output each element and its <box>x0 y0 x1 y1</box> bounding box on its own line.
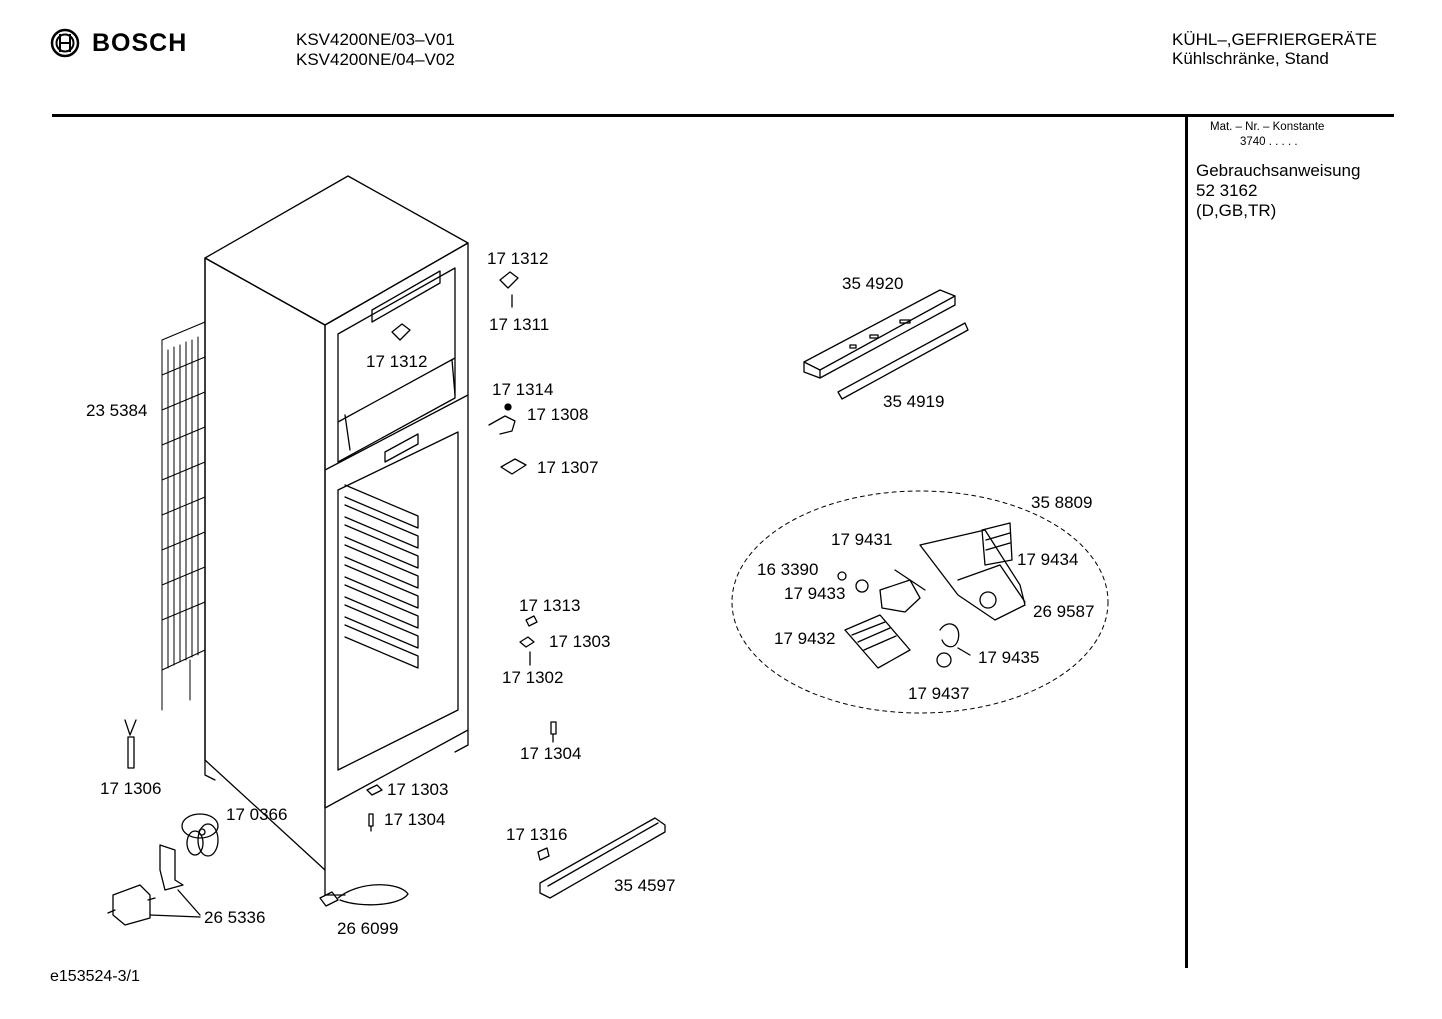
part-label: 17 1308 <box>527 405 589 424</box>
part-label: 17 1311 <box>489 315 550 334</box>
category-block: KÜHL–,GEFRIERGERÄTE Kühlschränke, Stand <box>1172 30 1377 68</box>
part-label: 17 9433 <box>784 584 846 603</box>
part-label: 35 4920 <box>842 274 904 293</box>
part-label: 17 9431 <box>831 530 893 549</box>
part-label: 17 1302 <box>502 668 564 687</box>
part-label: 17 1307 <box>537 458 599 477</box>
part-label: 17 1306 <box>100 779 162 798</box>
model-list: KSV4200NE/03–V01 KSV4200NE/04–V02 <box>296 30 455 70</box>
part-label: 17 1314 <box>492 380 554 399</box>
model-line: KSV4200NE/04–V02 <box>296 50 455 69</box>
part-label: 17 1304 <box>520 744 582 763</box>
matnr-label: Mat. – Nr. – Konstante <box>1210 121 1325 133</box>
part-label: 17 9434 <box>1017 550 1079 569</box>
drier-drawing <box>124 719 137 769</box>
part-label: 26 9587 <box>1033 602 1095 621</box>
part-label: 17 1303 <box>387 780 449 799</box>
part-label: 17 0366 <box>226 805 288 824</box>
part-label: 17 9432 <box>774 629 836 648</box>
fan-motor-drawing <box>107 844 201 926</box>
category-line: Kühlschränke, Stand <box>1172 49 1329 68</box>
condenser-drawing <box>161 321 206 711</box>
part-label: 26 5336 <box>204 908 266 927</box>
control-panel-drawing <box>803 289 969 400</box>
trim-drawing <box>537 817 666 899</box>
part-label: 23 5384 <box>86 401 148 420</box>
manual-reference: Gebrauchsanweisung 52 3162 (D,GB,TR) <box>1196 161 1360 221</box>
bosch-armature-icon <box>50 28 80 58</box>
part-label: 35 8809 <box>1031 493 1093 512</box>
part-label: 17 9435 <box>978 648 1040 667</box>
manual-languages: (D,GB,TR) <box>1196 201 1277 220</box>
part-label: 17 1312 <box>487 249 549 268</box>
hinge-parts <box>366 271 557 832</box>
category-line: KÜHL–,GEFRIERGERÄTE <box>1172 30 1377 49</box>
sidebar-divider <box>1185 116 1188 968</box>
manual-number: 52 3162 <box>1196 181 1258 200</box>
document-id: e153524-3/1 <box>50 968 140 985</box>
fan-drawing <box>181 813 219 857</box>
lamp-assembly-drawing <box>731 490 1109 714</box>
part-label: 17 1312 <box>366 352 428 371</box>
brand-name: BOSCH <box>92 28 188 57</box>
part-label: 26 6099 <box>337 919 399 938</box>
model-line: KSV4200NE/03–V01 <box>296 30 455 49</box>
part-label: 17 1316 <box>506 825 568 844</box>
part-label: 35 4919 <box>883 392 945 411</box>
header-divider <box>52 114 1394 117</box>
manual-title: Gebrauchsanweisung <box>1196 161 1361 180</box>
material-number-block: Mat. – Nr. – Konstante 3740 . . . . . <box>1210 120 1324 150</box>
matnr-value: 3740 . . . . . <box>1240 136 1298 148</box>
exploded-parts-diagram <box>107 175 1109 926</box>
part-label: 17 1303 <box>549 632 611 651</box>
part-label: 17 1313 <box>519 596 581 615</box>
part-label: 35 4597 <box>614 876 676 895</box>
part-label: 16 3390 <box>757 560 819 579</box>
part-label: 17 1304 <box>384 810 446 829</box>
power-cord-drawing <box>319 884 409 907</box>
part-label: 17 9437 <box>908 684 970 703</box>
bosch-logo: BOSCH <box>50 28 187 58</box>
